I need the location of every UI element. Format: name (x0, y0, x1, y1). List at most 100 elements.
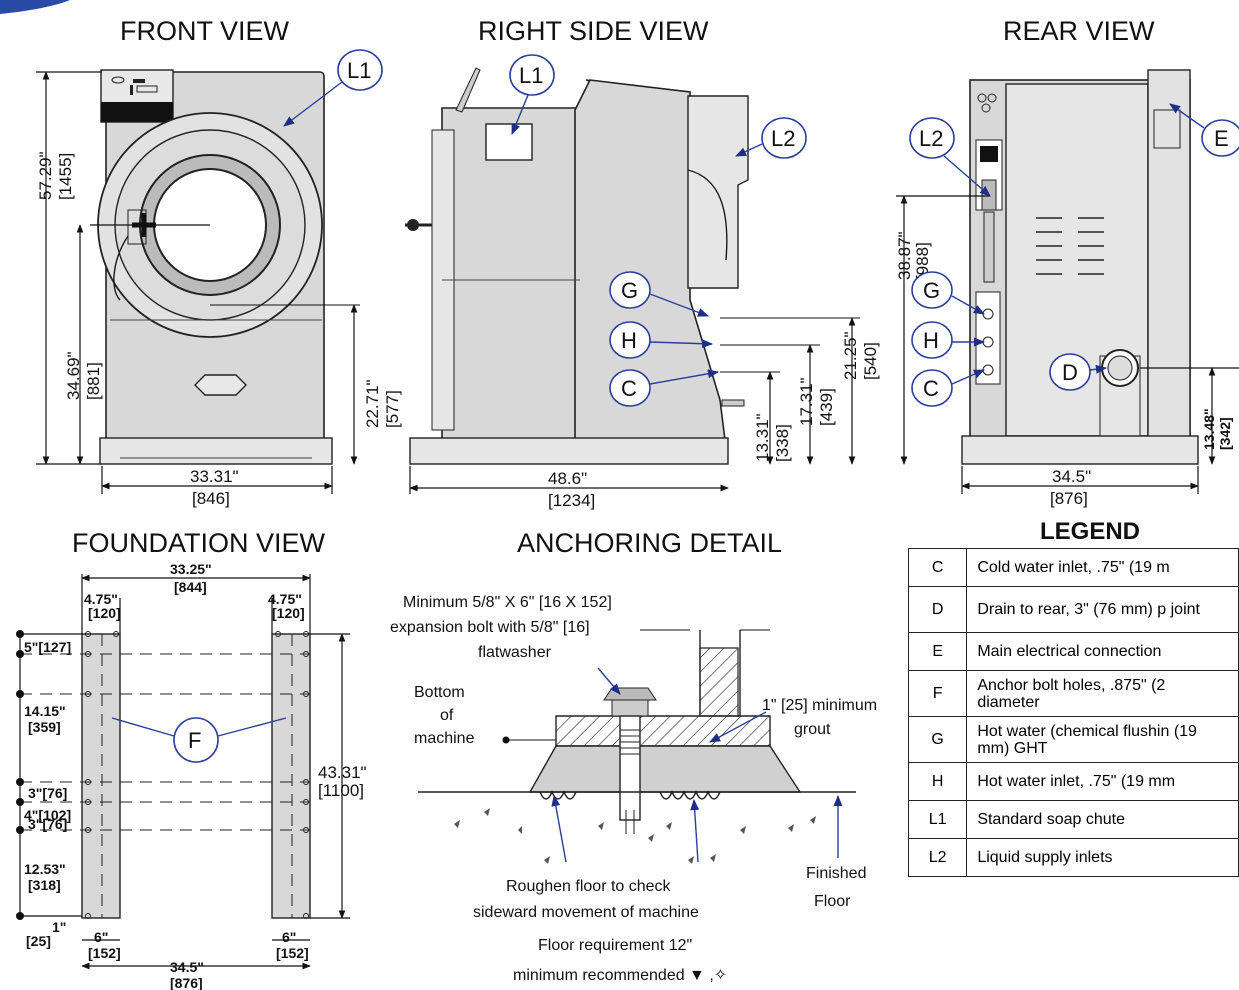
legend-description: Drain to rear, 3" (76 mm) p joint (966, 586, 1239, 633)
legend-description: Anchor bolt holes, .875" (2 diameter (966, 670, 1239, 717)
anchoring-rough-line2: sideward movement of machine (473, 904, 699, 921)
foundation-left-in: 4.75" (84, 591, 118, 607)
front-width-in: 33.31" (190, 467, 239, 486)
anchoring-bottom-line2: of (440, 707, 454, 724)
foundation-right-in: 4.75" (268, 591, 302, 607)
front-height-mm: [1455] (56, 153, 75, 200)
anchoring-bottom-line1: Bottom (414, 684, 465, 701)
front-sill-in: 22.71" (363, 379, 382, 428)
side-callout-l1: L1 (519, 63, 543, 88)
rear-height-in: 38.87" (895, 231, 914, 280)
front-view: FRONT VIEW 57.29" [1455] 34.69" [881] 22… (36, 16, 402, 508)
front-height-in: 57.29" (36, 151, 55, 200)
legend-code: D (908, 586, 968, 633)
anchoring-bolt-line1: Minimum 5/8" X 6" [16 X 152] (403, 594, 612, 611)
side-h-in: 17.31" (797, 377, 816, 426)
side-c-in: 13.31" (753, 413, 772, 462)
side-callout-c: C (621, 376, 637, 401)
rear-view-title: REAR VIEW (1003, 16, 1155, 46)
foundation-callout-f: F (188, 728, 201, 753)
rear-height-mm: [988] (913, 242, 932, 280)
legend-code: E (908, 632, 968, 671)
rear-callout-h: H (923, 328, 939, 353)
side-callout-h: H (621, 328, 637, 353)
side-depth-in: 48.6" (548, 469, 587, 488)
legend-description: Hot water (chemical flushin (19 mm) GHT (966, 716, 1239, 763)
foundation-left-mm: [120] (88, 605, 121, 621)
legend-title: LEGEND (1040, 518, 1141, 545)
foundation-len-mm: [1100] (318, 781, 364, 800)
anchoring-title: ANCHORING DETAIL (517, 528, 782, 558)
front-sill-mm: [577] (383, 390, 402, 428)
foundation-view: FOUNDATION VIEW 5"[127 (16, 528, 367, 990)
foundation-len-in: 43.31" (318, 763, 367, 782)
foundation-g-mm: [25] (26, 933, 51, 949)
side-g-mm: [540] (861, 342, 880, 380)
anchoring-floor-line1: Finished (806, 865, 866, 882)
anchoring-bolt-line3: flatwasher (478, 644, 552, 661)
side-view-title: RIGHT SIDE VIEW (478, 16, 709, 46)
anchoring-detail: ANCHORING DETAIL Minimum 5/8" X 6" [16 X… (390, 528, 877, 984)
foundation-b-mm: [359] (28, 719, 61, 735)
rear-width-mm: [876] (1050, 489, 1088, 508)
foundation-f-in: 12.53" (24, 861, 66, 877)
front-door-in: 34.69" (64, 351, 83, 400)
side-depth-mm: [1234] (548, 491, 595, 510)
foundation-c: 3"[76] (28, 785, 67, 801)
side-callout-l2: L2 (771, 126, 795, 151)
side-g-in: 21.25" (841, 331, 860, 380)
legend-code: L2 (908, 838, 968, 877)
side-view: RIGHT SIDE VIEW 21.25" [540] 17.31" [439… (405, 16, 880, 510)
rear-callout-d: D (1062, 360, 1078, 385)
foundation-total-mm: [876] (170, 975, 203, 990)
rear-width-in: 34.5" (1052, 467, 1091, 486)
rear-callout-e: E (1214, 126, 1229, 151)
anchoring-grout-line2: grout (794, 721, 831, 738)
foundation-pad-r-in: 6" (282, 929, 296, 945)
foundation-view-title: FOUNDATION VIEW (72, 528, 326, 558)
anchoring-req-line1: Floor requirement 12" (538, 937, 692, 954)
side-c-mm: [338] (773, 424, 792, 462)
foundation-pad-l-mm: [152] (88, 945, 121, 961)
anchoring-req-line2: minimum recommended ▼ ,✧ (513, 967, 727, 984)
legend-code: C (908, 548, 968, 587)
foundation-g-in: 1" (52, 919, 66, 935)
legend-description: Main electrical connection (966, 632, 1239, 671)
foundation-pad-r-mm: [152] (276, 945, 309, 961)
front-width-mm: [846] (192, 489, 230, 508)
side-h-mm: [439] (817, 388, 836, 426)
rear-callout-c: C (923, 376, 939, 401)
rear-drain-mm: [342] (1217, 417, 1233, 450)
legend-description: Standard soap chute (966, 800, 1239, 839)
legend-description: Liquid supply inlets (966, 838, 1239, 877)
rear-callout-g: G (923, 278, 940, 303)
front-door-mm: [881] (84, 362, 103, 400)
foundation-e: 3"[76] (28, 816, 67, 832)
foundation-total-in: 34.5" (170, 959, 204, 975)
foundation-pad-l-in: 6" (94, 929, 108, 945)
anchoring-bottom-line3: machine (414, 730, 475, 747)
rear-drain-in: 13.48" (1201, 408, 1217, 450)
front-view-title: FRONT VIEW (120, 16, 290, 46)
foundation-outer-mm: [844] (174, 579, 207, 595)
legend-description: Hot water inlet, .75" (19 mm (966, 762, 1239, 801)
foundation-f-mm: [318] (28, 877, 61, 893)
anchoring-floor-line2: Floor (814, 893, 851, 910)
foundation-a: 5"[127] (24, 639, 71, 655)
legend-code: F (908, 670, 968, 717)
legend-description: Cold water inlet, .75" (19 m (966, 548, 1239, 587)
legend-code: G (908, 716, 968, 763)
rear-callout-l2: L2 (919, 126, 943, 151)
foundation-right-mm: [120] (272, 605, 305, 621)
